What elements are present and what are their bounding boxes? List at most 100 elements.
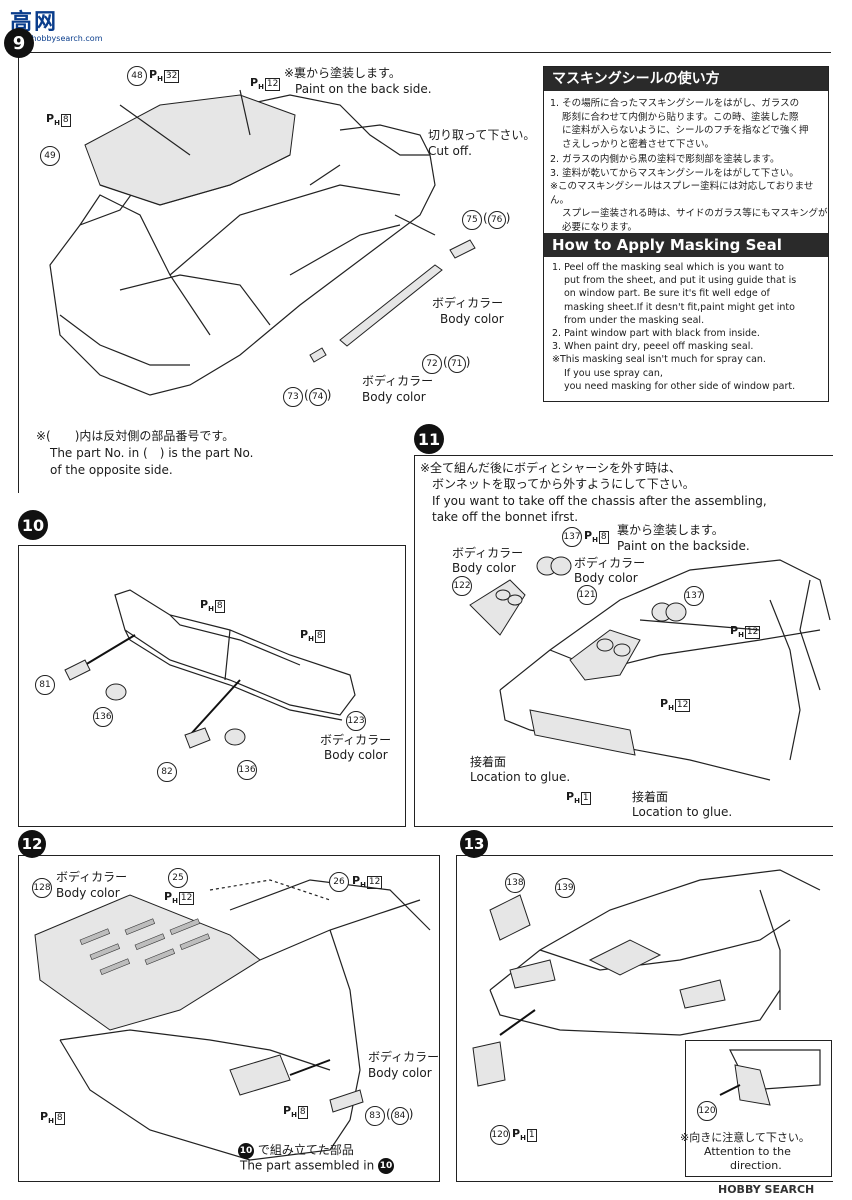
cut-off-jp: 切り取って下さい。 <box>428 128 536 142</box>
step13-attention-en2: direction. <box>730 1159 782 1172</box>
part-122: 122 <box>452 576 472 596</box>
step13-badge: 13 <box>460 830 488 858</box>
step10-arrows <box>64 634 246 749</box>
step11-glue2-jp: 接着面 <box>632 790 669 804</box>
step10-body-color-jp: ボディカラー <box>320 733 392 747</box>
step11-note-jp2: ボンネットを取ってから外すようにして下さい。 <box>432 477 695 491</box>
step10-badge: 10 <box>18 510 48 540</box>
step12-bc1-jp: ボディカラー <box>56 870 128 884</box>
step12-assembled-en: The part assembled in <box>240 1158 375 1173</box>
step9-note-jp: ※( )内は反対側の部品番号です。 <box>36 429 235 443</box>
masking-en-line-5: from under the masking seal. <box>564 314 705 326</box>
masking-en-line-3: on window part. Be sure it's fit well ed… <box>564 288 770 300</box>
part-25: 25 <box>168 868 188 888</box>
step11-back-en: Paint on the backside. <box>617 539 750 553</box>
step12-bc2-en: Body color <box>368 1066 432 1080</box>
step11-bc2-en: Body color <box>574 571 638 585</box>
part-81: 81 <box>35 675 55 695</box>
body-color-en-1: Body color <box>440 312 504 326</box>
part-136-a: 136 <box>93 707 113 727</box>
step10-body-color-en: Body color <box>324 748 388 762</box>
step11-badge: 11 <box>414 424 444 454</box>
masking-en-line-10: you need masking for other side of windo… <box>564 380 796 392</box>
step13-inset-drawing <box>719 1049 821 1106</box>
step12-panel <box>18 855 440 1182</box>
masking-jp-list: 1. その場所に合ったマスキングシールをはがし、ガラスの 彫刻に合わせて内側から… <box>550 97 828 234</box>
masking-title-en: How to Apply Masking Seal <box>544 233 828 257</box>
step9-side-strips <box>309 239 476 363</box>
part-74: 74 <box>308 388 327 406</box>
masking-en-list: 1. Peel off the masking seal which is yo… <box>552 261 796 393</box>
step11-glue2-en: Location to glue. <box>632 805 733 819</box>
masking-en-line-6: 2. Paint window part with black from ins… <box>552 328 760 340</box>
ph-1-box-step11: 1 <box>580 792 591 805</box>
step10-panel <box>18 545 406 827</box>
masking-jp-line-6: 3. 塗料が乾いてからマスキングシールをはがして下さい。 <box>550 167 799 179</box>
part-48: 48 <box>127 66 147 86</box>
masking-jp-line-2: 彫刻に合わせて内側から貼ります。この時、塗装した際 <box>562 111 799 123</box>
part-138: 138 <box>505 873 525 893</box>
step11-note-en2: take off the bonnet ifrst. <box>432 510 579 524</box>
masking-jp-line-9: 必要になります。 <box>562 221 638 233</box>
step12-assembled-badge-2: 10 <box>378 1158 395 1174</box>
masking-en-line-8: ※This masking seal isn't much for spray … <box>552 354 766 366</box>
masking-jp-line-4: さえしっかりと密着させて下さい。 <box>562 138 715 150</box>
ph-8-box-step12b: 8 <box>54 1112 65 1125</box>
part-76-paren: (76) <box>483 211 510 229</box>
step11-note-en1: If you want to take off the chassis afte… <box>432 494 767 508</box>
step9-note-en1: The part No. in ( ) is the part No. <box>50 446 254 460</box>
step11-glue1-en: Location to glue. <box>470 770 571 784</box>
step13-car-drawing <box>489 869 821 1036</box>
masking-en-line-2: put from the sheet, and put it using gui… <box>564 275 797 287</box>
step11-lamps <box>536 556 572 576</box>
step11-bc1-en: Body color <box>452 561 516 575</box>
step12-assembled-en-line: The part assembled in 10 <box>240 1158 395 1174</box>
masking-en-line-7: 3. When paint dry, peeel off masking sea… <box>552 341 754 353</box>
step9-badge: 9 <box>4 28 34 58</box>
step12-bc1-en: Body color <box>56 886 120 900</box>
ph-12-box-step9: 12 <box>264 78 281 91</box>
body-color-jp-2: ボディカラー <box>362 374 434 388</box>
cut-off-en: Cut off. <box>428 144 472 158</box>
part-73: 73 <box>283 387 303 407</box>
ph-12-box-step12b: 12 <box>366 876 383 889</box>
ph-8-box-step12a: 8 <box>297 1106 308 1119</box>
step13-seal-piece <box>472 1041 506 1087</box>
ph-8-box-step10a: 8 <box>214 600 225 613</box>
step12-assembled-jp-line: 10 で組み立てた部品 <box>238 1141 354 1159</box>
masking-en-line-4: masking sheet.If it desn't fit,paint mig… <box>564 301 795 313</box>
step11-bc1-jp: ボディカラー <box>452 546 524 560</box>
masking-title-jp: マスキングシールの使い方 <box>544 67 828 91</box>
step11-back-jp: 裏から塗装します。 <box>617 523 724 537</box>
back-side-jp: ※裏から塗装します。 <box>284 66 401 80</box>
ph-32-box: 32 <box>163 70 180 83</box>
part-136-b: 136 <box>237 760 257 780</box>
part-123: 123 <box>346 711 366 731</box>
step12-assembled-jp: で組み立てた部品 <box>257 1143 354 1157</box>
part-121: 121 <box>577 585 597 605</box>
step13-attention-en1: Attention to the <box>704 1145 791 1158</box>
step11-lamps-b <box>651 602 687 622</box>
watermark-url: www.hobbysearch.com <box>10 34 103 43</box>
part-128: 128 <box>32 878 52 898</box>
ph-12-box-step11b: 12 <box>674 699 691 712</box>
ph-8-box-step9: 8 <box>60 114 71 127</box>
step11-car-drawing <box>499 559 831 781</box>
step12-assembled-badge-1: 10 <box>238 1142 254 1159</box>
masking-jp-line-5: 2. ガラスの内側から黒の塗料で彫刻部を塗装します。 <box>550 154 780 165</box>
part-71: 71 <box>447 355 466 373</box>
part-84: 84 <box>390 1107 409 1125</box>
ph-8-box-step11: 8 <box>598 531 609 544</box>
body-color-en-2: Body color <box>362 390 426 404</box>
back-side-en: Paint on the back side. <box>295 82 432 96</box>
